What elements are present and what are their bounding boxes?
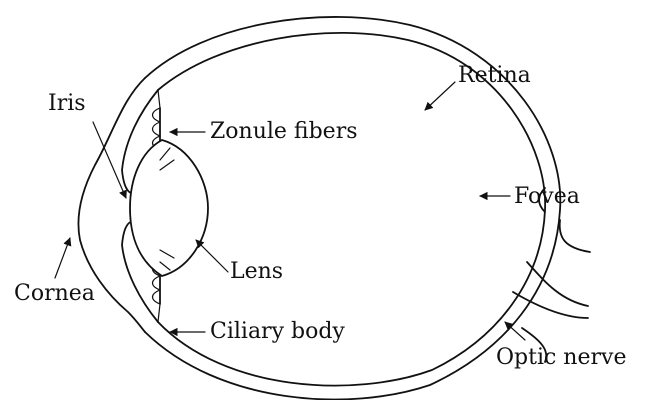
label-cornea: Cornea	[14, 281, 95, 306]
label-lens: Lens	[230, 259, 283, 284]
label-ciliary-body: Ciliary body	[210, 319, 345, 344]
optic-nerve-upper	[527, 262, 588, 306]
label-zonule-fibers: Zonule fibers	[210, 119, 358, 144]
retina-leader	[425, 82, 455, 110]
label-fovea: Fovea	[514, 184, 580, 209]
lens-leader	[196, 240, 228, 272]
label-retina: Retina	[458, 63, 531, 88]
label-optic-nerve: Optic nerve	[496, 345, 626, 370]
cornea-leader	[55, 238, 70, 278]
optic-nerve-top-wall	[560, 220, 590, 252]
label-iris: Iris	[48, 91, 86, 116]
optic-nerve-lower	[513, 292, 588, 318]
